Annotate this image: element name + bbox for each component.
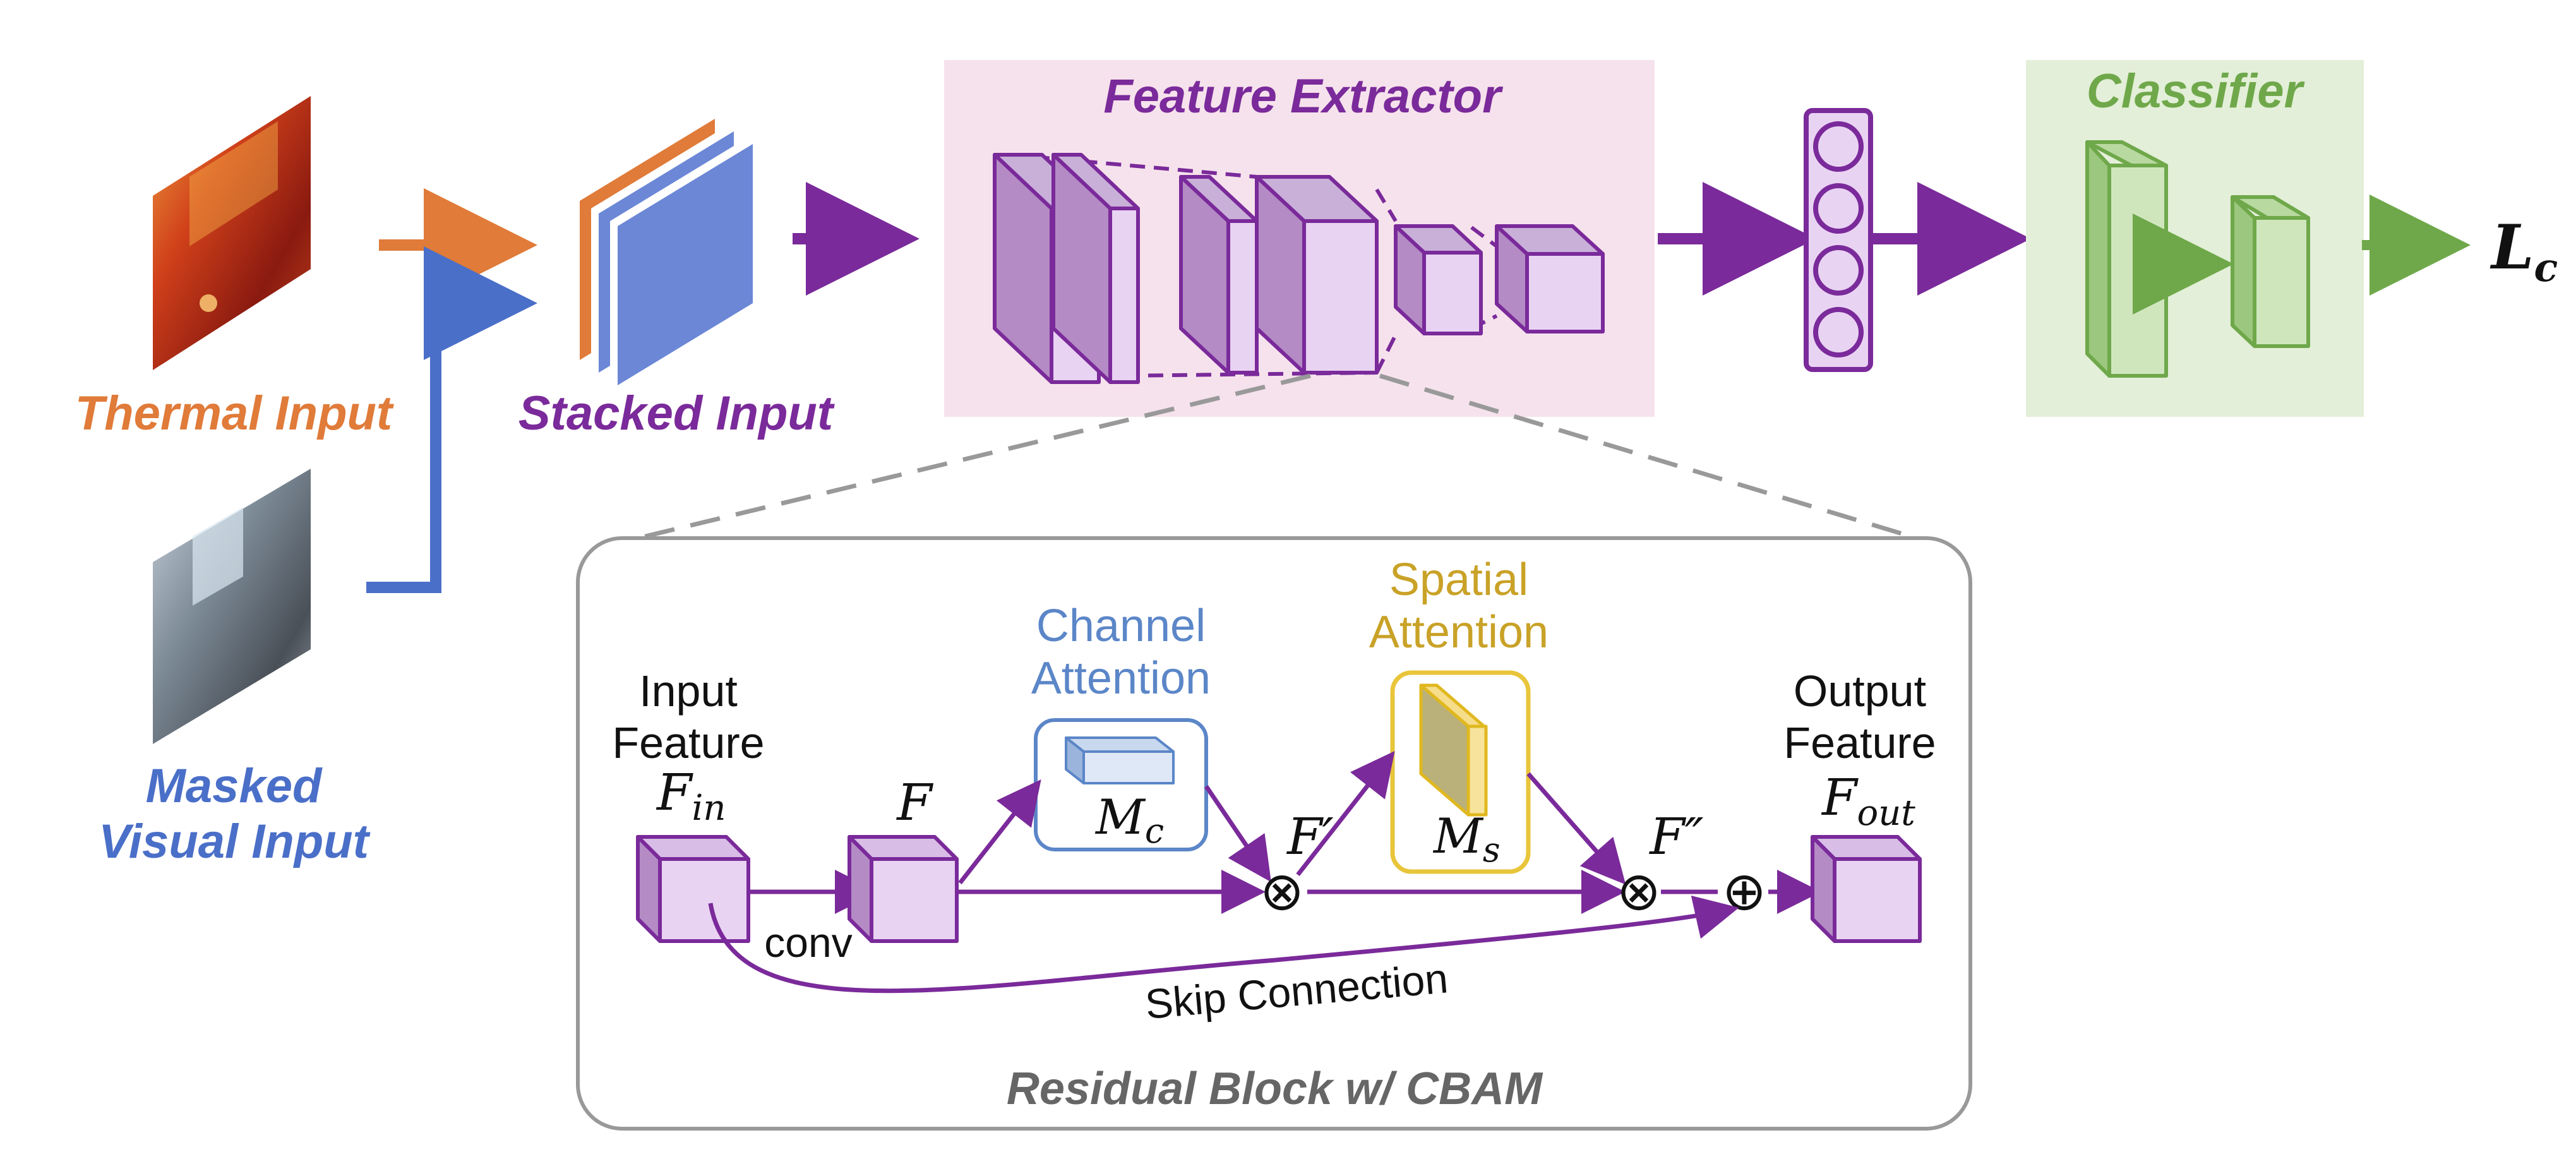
- m-c-label: Mc: [1094, 789, 1164, 851]
- m-s-subscript: s: [1483, 830, 1501, 870]
- f-out-label: Fout: [1821, 768, 1915, 834]
- f-double-prime-label: F″: [1648, 807, 1704, 866]
- residual-block-panel: [576, 536, 1972, 1131]
- f-out-symbol: F: [1821, 768, 1859, 827]
- m-s-label: Ms: [1432, 808, 1501, 870]
- input-feature-label-line2: Feature: [612, 718, 764, 767]
- zoom-line-left: [637, 373, 1311, 541]
- feature-extractor-layers: [993, 153, 1605, 384]
- multiply-operator-1: ⊗: [1260, 862, 1304, 921]
- multiply-operator-2: ⊗: [1617, 862, 1661, 921]
- channel-attention-tensor: [1065, 736, 1175, 784]
- spatial-attention-tensor: [1419, 683, 1488, 817]
- m-c-symbol: M: [1094, 789, 1146, 845]
- output-feature-cube: [1811, 835, 1922, 943]
- m-s-symbol: M: [1432, 808, 1484, 864]
- channel-to-multiply-arrow: [1204, 785, 1271, 882]
- m-c-subscript: c: [1145, 811, 1164, 851]
- channel-attention-label-line1: Channel: [1036, 601, 1206, 651]
- masked-visual-label-line2: Visual Input: [99, 815, 371, 868]
- skip-connection-arrow: [708, 895, 1739, 994]
- multiply-to-spatial-arrow: [1296, 750, 1395, 877]
- output-feature-label-line1: Output: [1794, 666, 1926, 716]
- input-feature-label-line1: Input: [639, 666, 738, 716]
- input-feature-cube: [636, 835, 750, 943]
- output-feature-label-line2: Feature: [1783, 718, 1936, 767]
- residual-block-title: Residual Block w/ CBAM: [1007, 1064, 1543, 1114]
- stacked-input-label: Stacked Input: [518, 387, 835, 440]
- loss-label: Lc: [2489, 212, 2558, 291]
- embedding-vector: [1804, 108, 1873, 372]
- masked-visual-label-line1: Masked: [146, 759, 323, 813]
- loss-symbol: L: [2489, 212, 2534, 283]
- f-label: F: [896, 773, 933, 832]
- f-feature-cube: [848, 835, 959, 943]
- feature-extractor-title: Feature Extractor: [1103, 69, 1504, 123]
- stacked-input-stack: [580, 119, 753, 385]
- f-in-symbol: F: [656, 763, 693, 822]
- spatial-attention-label-line1: Spatial: [1389, 555, 1528, 605]
- f-in-subscript: in: [692, 788, 726, 829]
- f-in-label: Fin: [656, 763, 726, 829]
- f-to-channel-arrow: [958, 779, 1041, 885]
- thermal-input-image: [153, 96, 311, 370]
- loss-subscript: c: [2534, 244, 2558, 291]
- thermal-input-label: Thermal Input: [75, 387, 394, 440]
- masked-visual-input-image: [153, 469, 311, 744]
- zoom-line-right: [1379, 373, 1918, 541]
- visual-arrow: [366, 246, 537, 593]
- classifier-title: Classifier: [2087, 64, 2306, 118]
- conv-label: conv: [764, 919, 852, 966]
- f-out-subscript: out: [1857, 793, 1916, 834]
- channel-attention-label-line2: Attention: [1031, 653, 1211, 704]
- spatial-attention-label-line2: Attention: [1369, 607, 1549, 658]
- spatial-to-multiply-arrow: [1526, 772, 1626, 885]
